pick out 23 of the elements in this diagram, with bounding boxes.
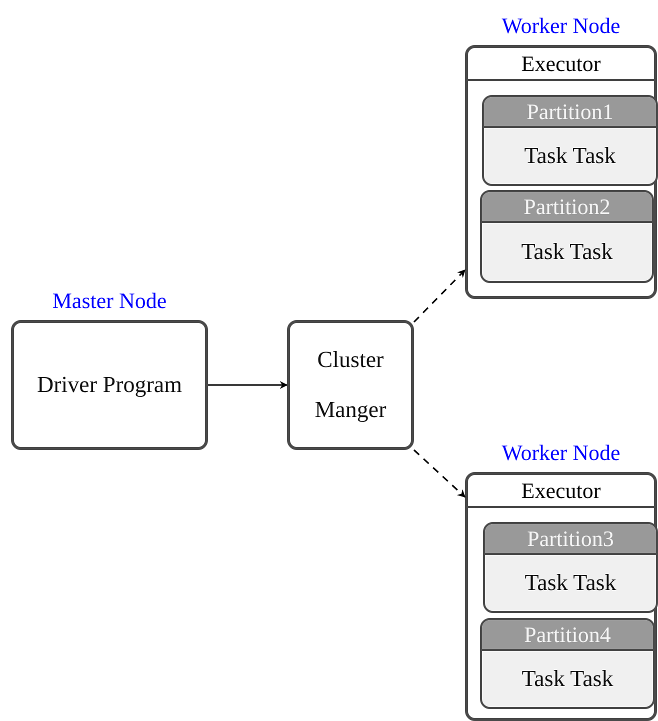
node-heading: Worker Node (500, 440, 622, 466)
partition-box (480, 190, 654, 283)
process-box (287, 320, 414, 450)
node-heading: Master Node (51, 288, 168, 314)
task-label: Task Task (524, 142, 616, 170)
partition-box (483, 522, 658, 613)
partition-header: Partition1 (484, 97, 656, 128)
node-label: Cluster Manger (314, 346, 388, 424)
partition-header: Partition3 (485, 524, 656, 555)
task-label: Task Task (524, 569, 616, 597)
node-heading: Worker Node (500, 13, 622, 39)
node-label: Driver Program (37, 371, 182, 399)
task-label: Task Task (521, 238, 613, 266)
executor-label: Executor (520, 477, 602, 505)
arrow (413, 449, 466, 498)
partition-box (482, 95, 658, 186)
partition-header: Partition2 (482, 192, 652, 223)
partition-box (480, 618, 655, 709)
task-label: Task Task (522, 665, 614, 693)
executor-label: Executor (520, 50, 602, 78)
partition-header: Partition4 (482, 620, 653, 651)
arrow (413, 269, 466, 323)
arrow (208, 381, 288, 389)
